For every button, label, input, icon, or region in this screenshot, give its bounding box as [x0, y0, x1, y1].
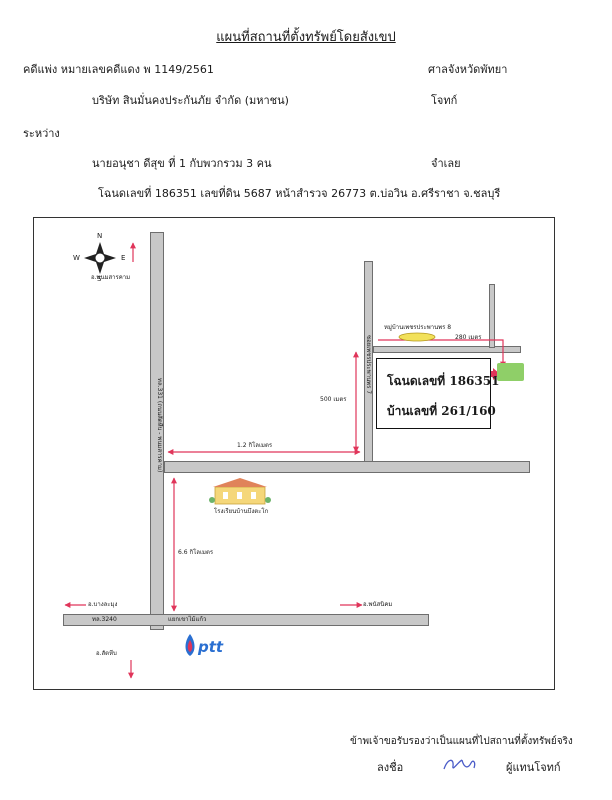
- defendant-role: จำเลย: [431, 157, 461, 170]
- case-number: คดีแพ่ง หมายเลขคดีแดง พ 1149/2561: [23, 63, 214, 76]
- page-title: แผนที่สถานที่ตั้งทรัพย์โดยสังเขป: [216, 30, 396, 45]
- certification-text: ข้าพเจ้าขอรับรองว่าเป็นแผนที่ไปสถานที่ตั…: [350, 736, 573, 747]
- label-soi: ซอยเพชรประพานพร 7: [365, 335, 372, 395]
- defendant-name: นายอนุชา ดีสุข ที่ 1 กับพวกรวม 3 คน: [92, 157, 272, 170]
- ptt-logo-icon: [185, 634, 195, 656]
- label-phanom: อ.พนมสารคาม: [91, 274, 131, 281]
- ptt-logo-text: ptt: [198, 638, 224, 656]
- label-6-6km: 6.6 กิโลเมตร: [178, 549, 214, 556]
- sign-label: ลงชื่อ: [377, 761, 404, 774]
- compass-e: E: [121, 254, 126, 262]
- side-road-east: [489, 284, 495, 348]
- deed-description: โฉนดเลขที่ 186351 เลขที่ดิน 5687 หน้าสำร…: [98, 187, 501, 200]
- compass-icon: [84, 242, 116, 274]
- label-500m: 500 เมตร: [320, 396, 347, 403]
- label-phanat: อ.พนัสนิคม: [363, 601, 393, 608]
- soi-road: [364, 261, 373, 462]
- label-school: โรงเรียนบ้านบึงตะโก: [214, 508, 269, 515]
- label-bang-lamung: อ.บางละมุง: [88, 601, 118, 608]
- plaintiff-name: บริษัท สินมั่นคงประกันภัย จำกัด (มหาชน): [92, 94, 289, 107]
- label-280m: 280 เมตร: [455, 334, 482, 341]
- road-to-property: [164, 461, 530, 473]
- road-3240: [63, 614, 429, 626]
- deed-number-label: โฉนดเลขที่ 186351: [387, 374, 500, 388]
- house-number-label: บ้านเลขที่ 261/160: [387, 404, 496, 418]
- property-info-box: โฉนดเลขที่ 186351 บ้านเลขที่ 261/160: [376, 358, 499, 429]
- label-highway-331: ทล.331 (ถนนสัตหีบ - พนมสารคาม): [156, 378, 163, 473]
- property-plot: [497, 363, 524, 381]
- location-map: [33, 217, 555, 690]
- court-name: ศาลจังหวัดพัทยา: [428, 63, 508, 76]
- village-marker: [398, 332, 436, 342]
- compass-w: W: [73, 254, 80, 262]
- compass-s: S: [97, 275, 102, 283]
- village-road: [373, 346, 521, 353]
- compass-n: N: [97, 232, 103, 240]
- signature-icon: [443, 759, 476, 770]
- label-village: หมู่บ้านเพชรประพานพร 8: [384, 324, 452, 331]
- school-icon: [209, 478, 271, 505]
- between-label: ระหว่าง: [23, 127, 60, 140]
- label-1-2km: 1.2 กิโลเมตร: [237, 442, 273, 449]
- label-sattahip: อ.สัตหีบ: [96, 650, 117, 657]
- label-junction: แยกเขาไม้แก้ว: [168, 616, 207, 623]
- label-road-3240: ทล.3240: [92, 616, 117, 623]
- plaintiff-role: โจทก์: [431, 94, 458, 107]
- signer-role: ผู้แทนโจทก์: [506, 761, 561, 774]
- highway-331-road: [150, 232, 164, 630]
